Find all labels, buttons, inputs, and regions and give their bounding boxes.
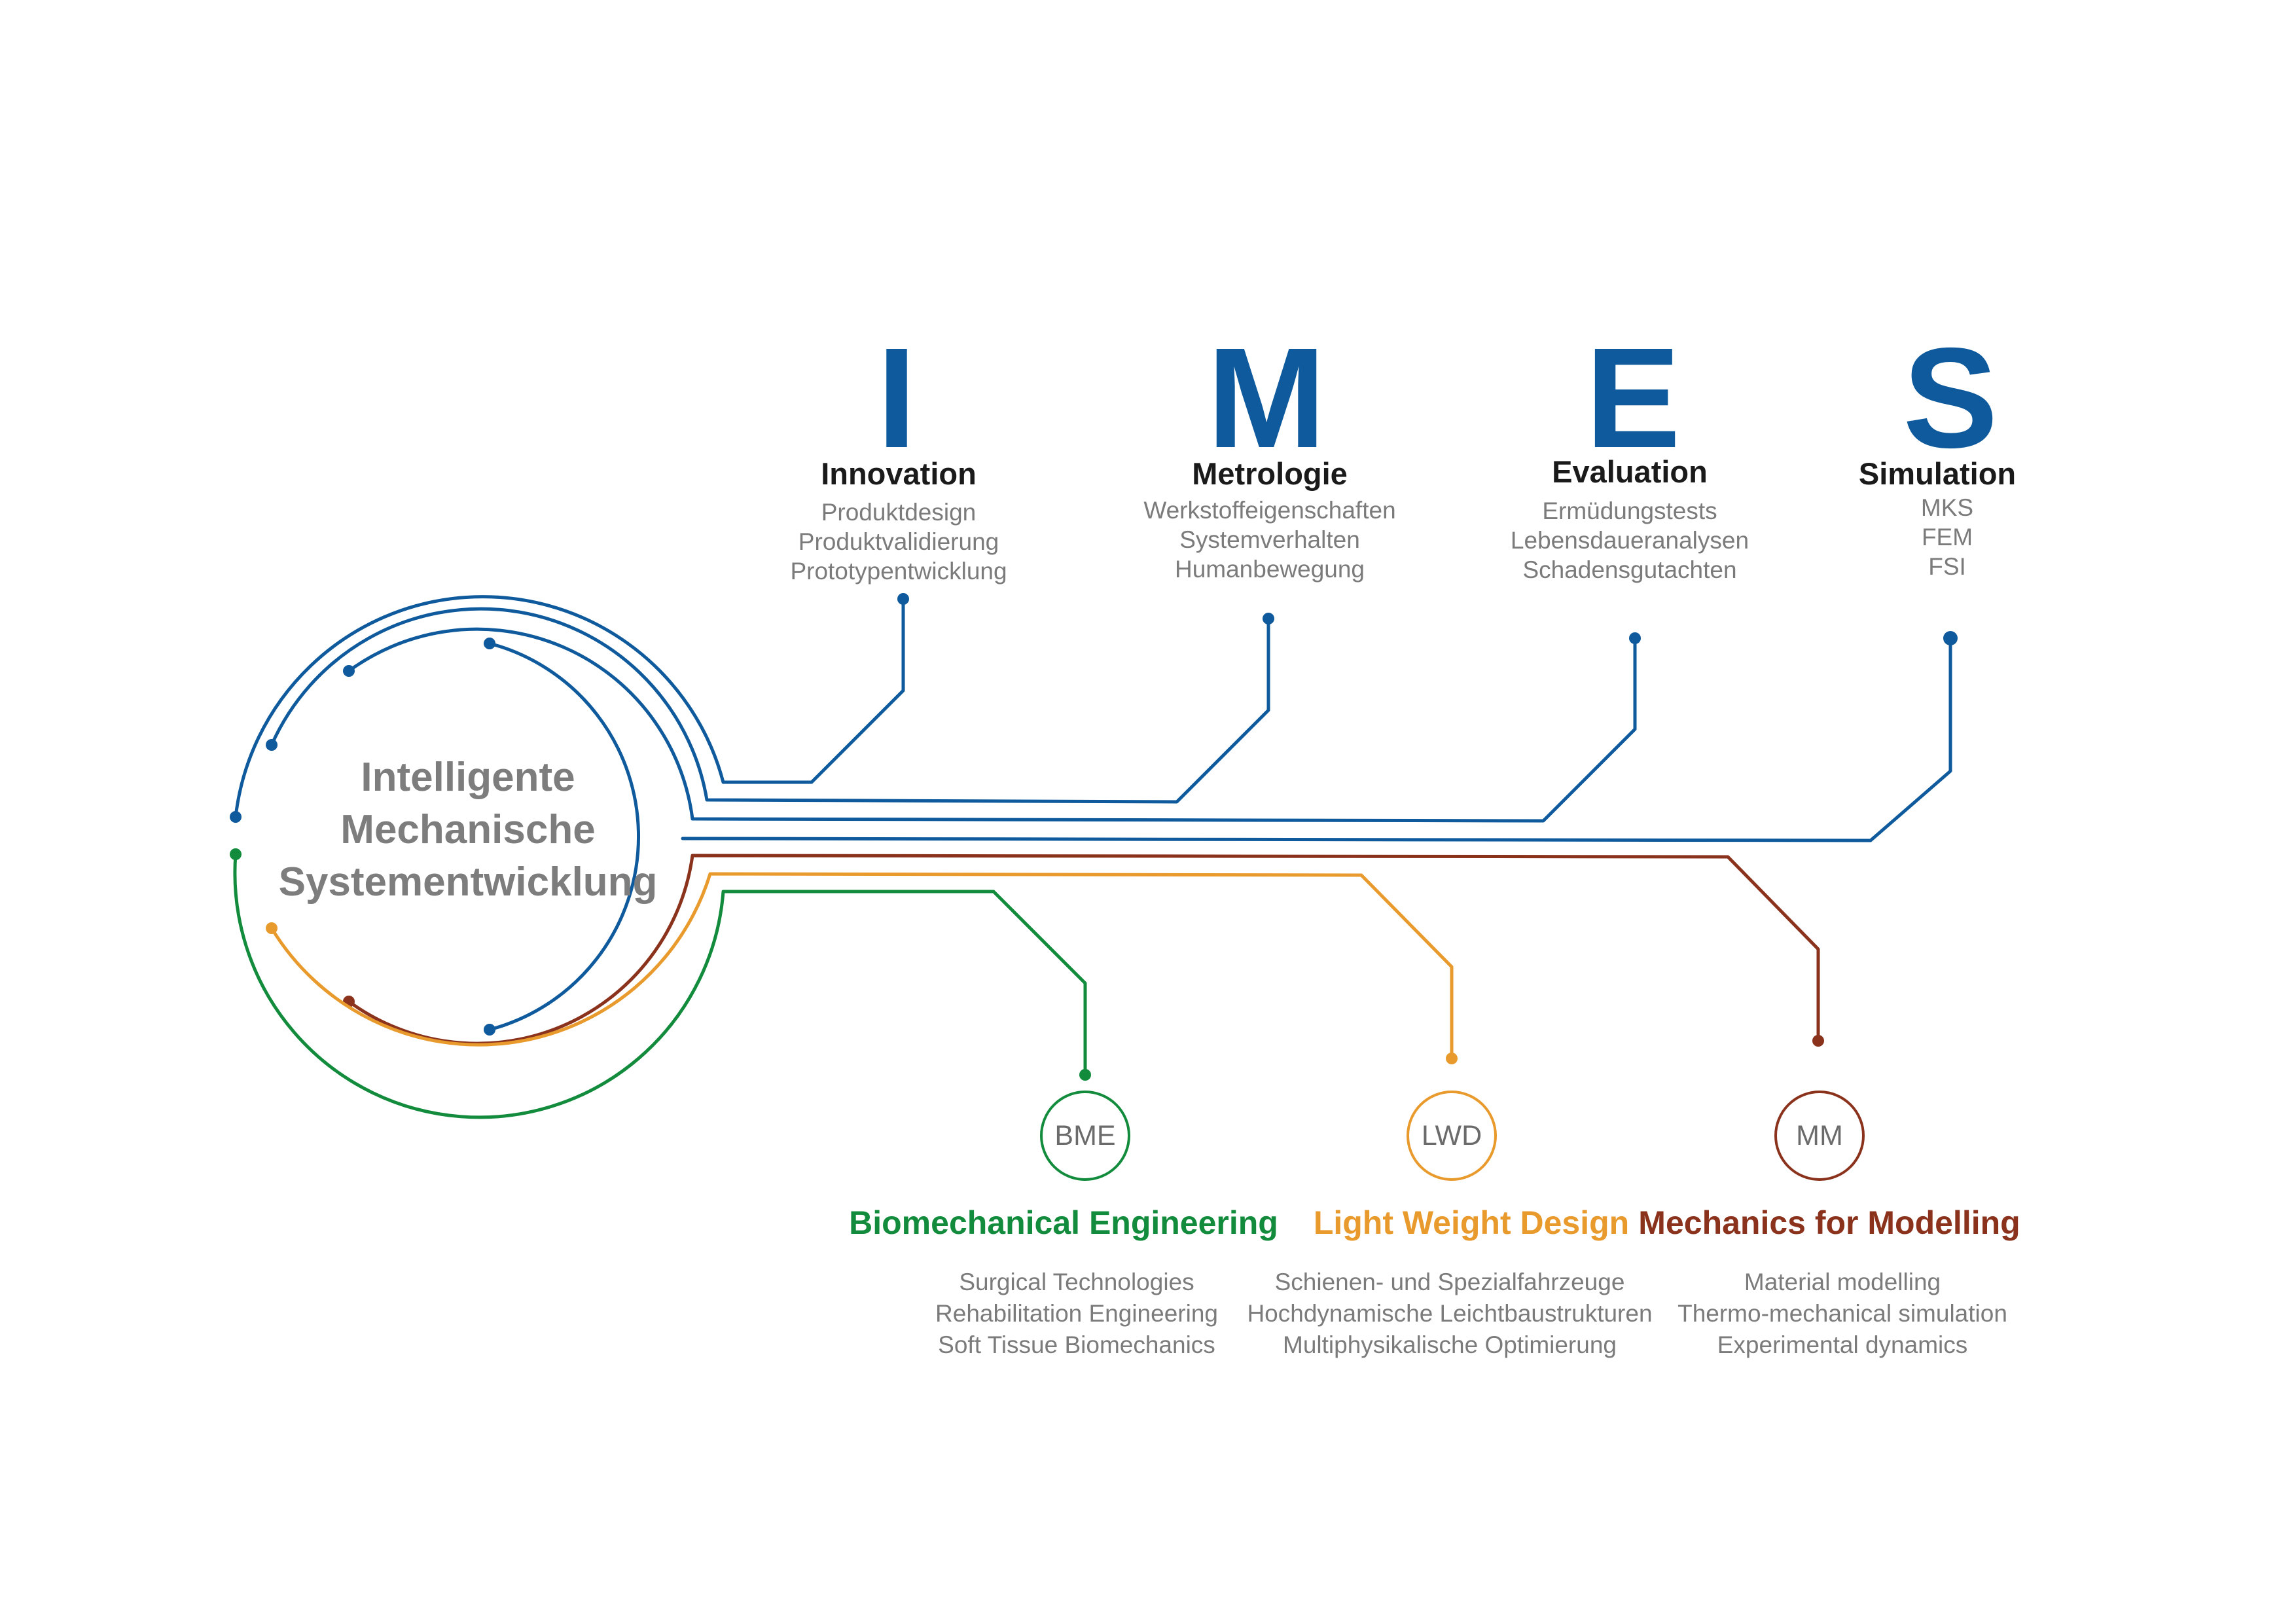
branch-item: Surgical Technologies	[959, 1269, 1194, 1295]
pillar-items-metrologie: Werkstoffeigenschaften Systemverhalten H…	[1143, 496, 1395, 584]
blue-start-node-3	[343, 665, 355, 677]
branch-item: Schienen- und Spezialfahrzeuge	[1274, 1269, 1625, 1295]
lwd-connector	[270, 872, 1454, 1060]
pillar-title-innovation: Innovation	[821, 456, 977, 491]
blue-end-node	[484, 1024, 495, 1036]
evaluation-connector	[347, 627, 1637, 823]
pillar-items-simulation: MKS FEM FSI	[1921, 493, 1973, 581]
blue-start-node-1	[230, 811, 242, 823]
pillar-item: Ermüdungstests	[1542, 497, 1717, 524]
bme-node	[1079, 1069, 1091, 1081]
pillar-title-metrologie: Metrologie	[1192, 456, 1348, 491]
pillar-item: Lebensdaueranalysen	[1510, 527, 1749, 554]
blue-start-node-2	[266, 739, 278, 751]
simulation-node	[1943, 631, 1958, 645]
branch-title-mm: Mechanics for Modelling	[1638, 1204, 2020, 1241]
branch-title-lwd: Light Weight Design	[1313, 1204, 1630, 1241]
pillar-title-simulation: Simulation	[1858, 456, 2017, 491]
branch-items-bme: Surgical Technologies Rehabilitation Eng…	[935, 1267, 1218, 1361]
branch-item: Multiphysikalische Optimierung	[1283, 1331, 1617, 1358]
mm-badge: MM	[1774, 1091, 1865, 1181]
innovation-connector	[234, 595, 905, 819]
pillar-item: Produktvalidierung	[798, 528, 999, 555]
bme-badge: BME	[1040, 1091, 1130, 1181]
branch-item: Hochdynamische Leichtbaustrukturen	[1247, 1300, 1653, 1327]
pillar-title-evaluation: Evaluation	[1552, 454, 1708, 489]
branch-item: Rehabilitation Engineering	[935, 1300, 1218, 1327]
center-line-1: Intelligente	[361, 755, 575, 800]
branch-items-lwd: Schienen- und Spezialfahrzeuge Hochdynam…	[1247, 1267, 1652, 1361]
branch-item: Material modelling	[1744, 1269, 1941, 1295]
pillar-item: Systemverhalten	[1179, 526, 1360, 553]
center-title: Intelligente Mechanische Systementwicklu…	[279, 751, 658, 909]
blue-start-node-4	[484, 638, 495, 649]
pillar-item: MKS	[1920, 494, 1974, 521]
pillar-item: Werkstoffeigenschaften	[1143, 497, 1396, 524]
mm-node	[1812, 1035, 1824, 1047]
pillar-item: Schadensgutachten	[1522, 556, 1737, 583]
branch-item: Soft Tissue Biomechanics	[938, 1331, 1215, 1358]
branch-item: Experimental dynamics	[1717, 1331, 1968, 1358]
letter-e: E	[1585, 319, 1681, 478]
innovation-node	[897, 593, 909, 605]
mm-connector	[347, 854, 1820, 1045]
letter-m: M	[1207, 319, 1326, 478]
pillar-item: FSI	[1928, 553, 1966, 580]
simulation-connector	[488, 636, 1952, 1032]
pillar-items-innovation: Produktdesign Produktvalidierung Prototy…	[790, 497, 1007, 586]
pillar-items-evaluation: Ermüdungstests Lebensdaueranalysen Schad…	[1511, 496, 1749, 585]
bme-connector	[233, 852, 1087, 1119]
center-line-2: Mechanische	[340, 807, 596, 852]
branch-title-bme: Biomechanical Engineering	[849, 1204, 1278, 1241]
branch-items-mm: Material modelling Thermo-mechanical sim…	[1677, 1267, 2007, 1361]
pillar-item: FEM	[1921, 524, 1973, 550]
evaluation-node	[1629, 632, 1641, 644]
branch-item: Thermo-mechanical simulation	[1677, 1300, 2007, 1327]
metrologie-node	[1263, 613, 1274, 624]
center-line-3: Systementwicklung	[278, 859, 658, 905]
lwd-badge: LWD	[1407, 1091, 1497, 1181]
metrologie-connector	[270, 607, 1270, 804]
letter-i: I	[876, 319, 917, 478]
pillar-item: Produktdesign	[821, 499, 977, 526]
pillar-item: Prototypentwicklung	[790, 558, 1007, 585]
lwd-node	[1446, 1053, 1458, 1064]
pillar-item: Humanbewegung	[1174, 556, 1365, 583]
letter-s: S	[1903, 319, 1998, 478]
